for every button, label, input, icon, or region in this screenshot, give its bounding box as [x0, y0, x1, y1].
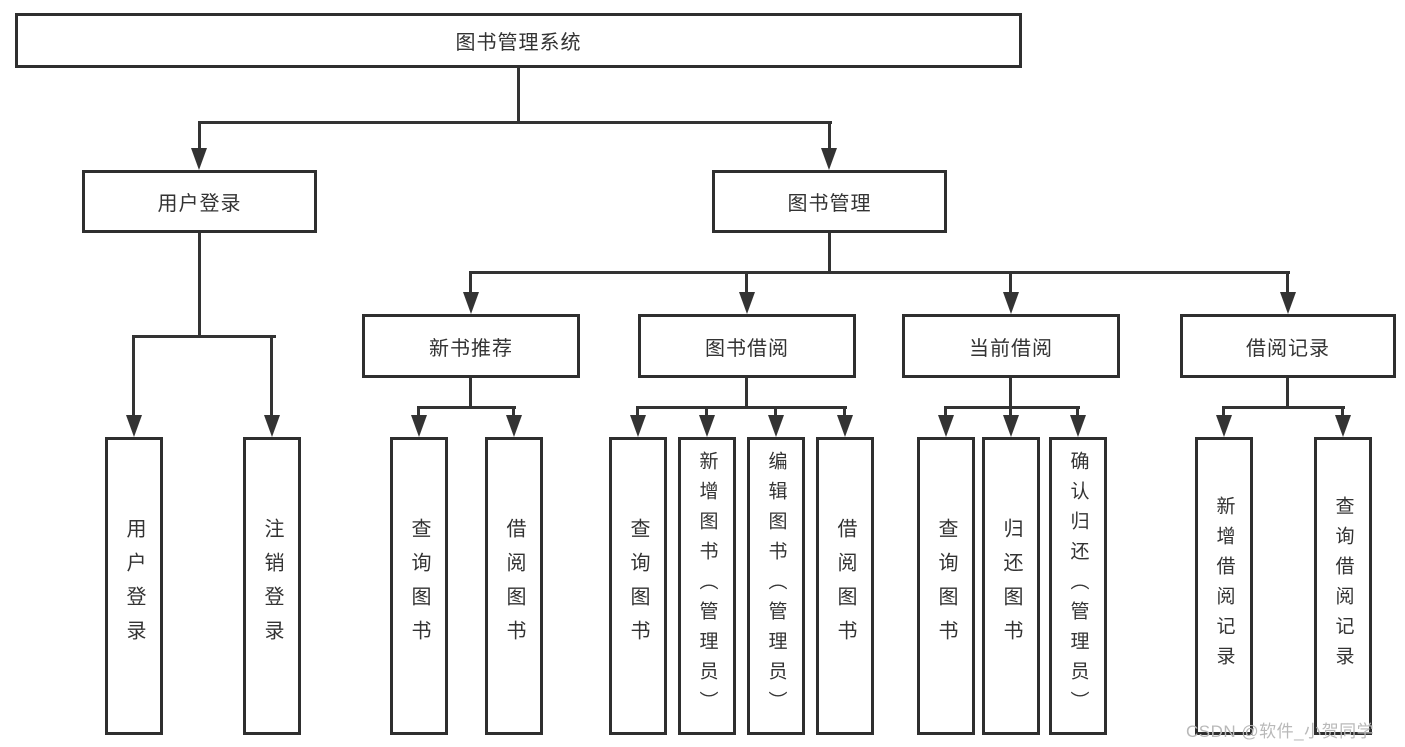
node-new-book-recommend-label: 新书推荐	[429, 337, 513, 360]
leaf-query-book-3: 查询图书	[917, 437, 975, 735]
arrow-down-icon	[1216, 415, 1232, 437]
connector-line	[1222, 406, 1225, 418]
connector-line	[1076, 406, 1079, 418]
connector-line	[417, 406, 516, 409]
connector-line	[843, 406, 846, 418]
leaf-query-borrow-record-label: 查询借阅记录	[1332, 496, 1354, 676]
node-user-login-label: 用户登录	[157, 193, 242, 215]
arrow-down-icon	[630, 415, 646, 437]
leaf-user-login: 用户登录	[105, 437, 163, 735]
connector-line	[1009, 406, 1012, 418]
connector-line	[469, 378, 472, 408]
arrow-down-icon	[837, 415, 853, 437]
connector-line	[1009, 378, 1012, 408]
node-new-book-recommend: 新书推荐	[362, 314, 580, 378]
leaf-add-book-admin-label: 新增图书（管理员）	[696, 451, 718, 721]
leaf-edit-book-admin: 编辑图书（管理员）	[747, 437, 805, 735]
leaf-borrow-book-1-label: 借阅图书	[503, 518, 525, 654]
connector-line	[944, 406, 947, 418]
arrow-down-icon	[1003, 415, 1019, 437]
leaf-query-book-2: 查询图书	[609, 437, 667, 735]
leaf-query-book-1-label: 查询图书	[408, 518, 430, 654]
connector-line	[512, 406, 515, 418]
leaf-logout: 注销登录	[243, 437, 301, 735]
connector-line	[1286, 378, 1289, 408]
arrow-down-icon	[506, 415, 522, 437]
arrow-down-icon	[938, 415, 954, 437]
connector-line	[469, 271, 1290, 274]
connector-line	[1341, 406, 1344, 418]
connector-line	[745, 378, 748, 408]
connector-line	[198, 121, 201, 151]
node-book-management: 图书管理	[712, 170, 947, 233]
connector-line	[705, 406, 708, 418]
connector-line	[417, 406, 420, 418]
connector-line	[828, 121, 831, 151]
node-current-borrow-label: 当前借阅	[969, 337, 1053, 360]
connector-line	[774, 406, 777, 418]
connector-line	[198, 121, 832, 124]
leaf-logout-label: 注销登录	[261, 518, 283, 654]
connector-line	[1286, 271, 1289, 294]
node-root: 图书管理系统	[15, 13, 1022, 68]
arrow-down-icon	[126, 415, 142, 437]
node-user-login: 用户登录	[82, 170, 317, 233]
leaf-confirm-return-admin: 确认归还（管理员）	[1049, 437, 1107, 735]
leaf-query-borrow-record: 查询借阅记录	[1314, 437, 1372, 735]
leaf-user-login-label: 用户登录	[123, 518, 145, 654]
connector-line	[198, 233, 201, 337]
arrow-down-icon	[463, 292, 479, 314]
leaf-query-book-2-label: 查询图书	[627, 518, 649, 654]
connector-line	[469, 271, 472, 294]
leaf-borrow-book-2: 借阅图书	[816, 437, 874, 735]
connector-line	[132, 335, 276, 338]
arrow-down-icon	[264, 415, 280, 437]
leaf-confirm-return-admin-label: 确认归还（管理员）	[1067, 451, 1089, 721]
leaf-return-book-label: 归还图书	[1000, 518, 1022, 654]
node-book-borrow: 图书借阅	[638, 314, 856, 378]
node-current-borrow: 当前借阅	[902, 314, 1120, 378]
leaf-edit-book-admin-label: 编辑图书（管理员）	[765, 451, 787, 721]
leaf-return-book: 归还图书	[982, 437, 1040, 735]
connector-line	[132, 335, 135, 417]
connector-line	[745, 271, 748, 294]
leaf-add-borrow-record-label: 新增借阅记录	[1213, 496, 1235, 676]
leaf-add-book-admin: 新增图书（管理员）	[678, 437, 736, 735]
leaf-query-book-3-label: 查询图书	[935, 518, 957, 654]
leaf-borrow-book-2-label: 借阅图书	[834, 518, 856, 654]
arrow-down-icon	[699, 415, 715, 437]
arrow-down-icon	[1070, 415, 1086, 437]
arrow-down-icon	[1335, 415, 1351, 437]
leaf-query-book-1: 查询图书	[390, 437, 448, 735]
arrow-down-icon	[1280, 292, 1296, 314]
node-book-management-label: 图书管理	[787, 193, 872, 215]
connector-line	[636, 406, 847, 409]
connector-line	[636, 406, 639, 418]
arrow-down-icon	[411, 415, 427, 437]
connector-line	[828, 233, 831, 273]
connector-line	[944, 406, 1080, 409]
arrow-down-icon	[768, 415, 784, 437]
connector-line	[270, 335, 273, 417]
node-borrow-records-label: 借阅记录	[1246, 337, 1330, 360]
csdn-watermark: CSDN @软件_小贺同学	[1186, 722, 1375, 741]
connector-line	[1009, 271, 1012, 294]
leaf-borrow-book-1: 借阅图书	[485, 437, 543, 735]
arrow-down-icon	[739, 292, 755, 314]
node-borrow-records: 借阅记录	[1180, 314, 1396, 378]
arrow-down-icon	[191, 148, 207, 170]
connector-line	[1222, 406, 1345, 409]
leaf-add-borrow-record: 新增借阅记录	[1195, 437, 1253, 735]
arrow-down-icon	[1003, 292, 1019, 314]
node-root-label: 图书管理系统	[455, 32, 582, 54]
connector-line	[517, 68, 520, 121]
node-book-borrow-label: 图书借阅	[705, 337, 789, 360]
arrow-down-icon	[821, 148, 837, 170]
